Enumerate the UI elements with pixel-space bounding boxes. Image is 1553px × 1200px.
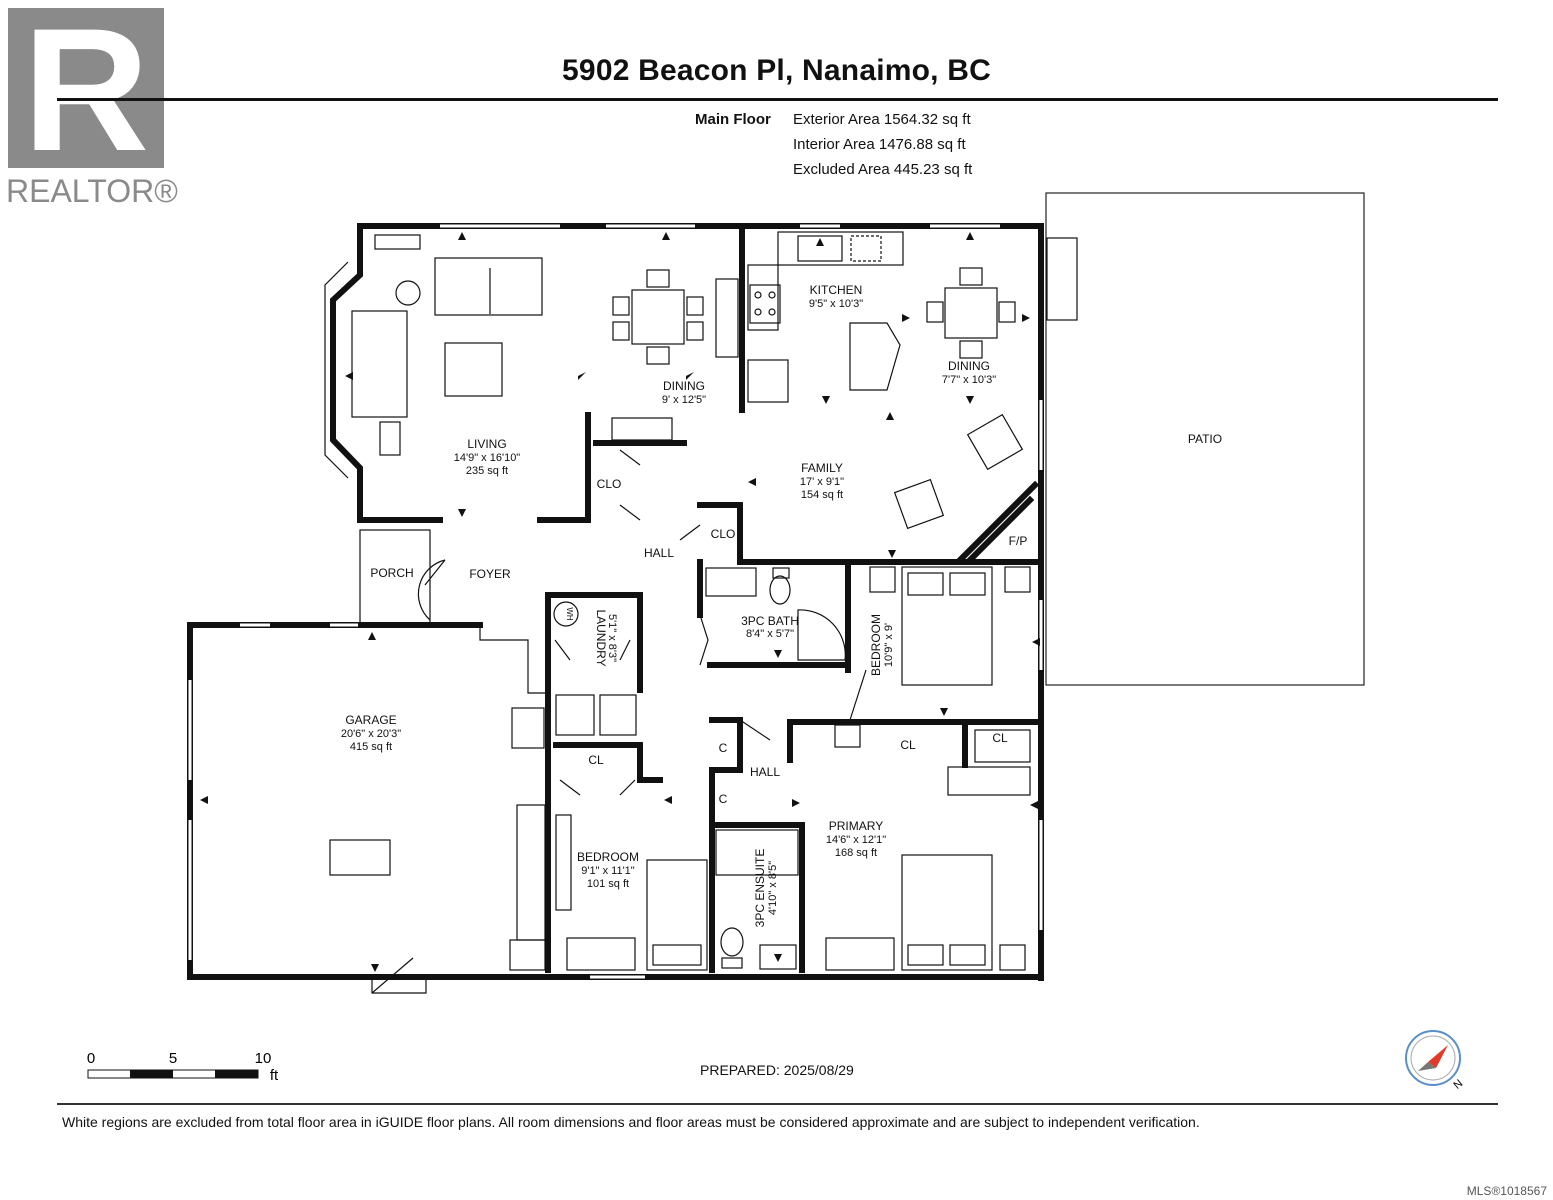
- furnace: [511, 707, 545, 749]
- room-laundry-dims: 5'1" x 8'3": [606, 614, 618, 662]
- room-c-1-name: C: [719, 741, 728, 755]
- room-bath-name: 3PC BATH: [741, 614, 799, 628]
- room-kitchen-dims: 9'5" x 10'3": [809, 298, 863, 310]
- room-kitchen-name: KITCHEN: [810, 283, 863, 297]
- room-wh-name: WH: [565, 607, 574, 621]
- room-dining-1-dims: 9' x 12'5": [662, 394, 706, 406]
- dining-furniture: [611, 269, 739, 441]
- mls-number: MLS®1018567: [1466, 1184, 1547, 1198]
- view-markers: [200, 232, 1040, 972]
- room-dining-2-name: DINING: [948, 359, 990, 373]
- bay-window: [324, 261, 349, 479]
- svg-text:R: R: [23, 0, 149, 188]
- prepared-date: PREPARED: 2025/08/29: [700, 1062, 854, 1078]
- floor-label: Main Floor: [695, 111, 771, 128]
- stove: [749, 284, 781, 324]
- fridge: [747, 359, 789, 403]
- room-bedroom-2-name: BEDROOM: [577, 850, 639, 864]
- bedroom-1-furniture: [869, 566, 1031, 686]
- porch-outline: [359, 529, 431, 626]
- scale-tick-5: 5: [169, 1050, 177, 1067]
- room-fp-name: F/P: [1009, 534, 1028, 548]
- room-bedroom-1-name: BEDROOM: [869, 614, 883, 676]
- coffee-table: [444, 342, 503, 397]
- primary-furniture: [825, 724, 1031, 971]
- excluded-area: Excluded Area 445.23 sq ft: [793, 161, 973, 178]
- windows: [188, 224, 1043, 979]
- garage-table: [329, 839, 391, 876]
- laundry-fixtures: [553, 601, 637, 736]
- kitchen-fixtures: [747, 231, 904, 403]
- bed: [901, 566, 993, 686]
- room-bedroom-2-area: 101 sq ft: [587, 878, 629, 890]
- patio-outline: [1045, 192, 1365, 686]
- realtor-logo: R REALTOR®: [0, 0, 190, 215]
- bedroom-2-bed: [646, 859, 708, 971]
- footer-divider: [57, 1103, 1498, 1105]
- room-living-name: LIVING: [467, 437, 506, 451]
- room-hall-1-name: HALL: [644, 546, 674, 560]
- room-bedroom-1-dims: 10'9" x 9': [883, 623, 895, 667]
- compass-north-label: N: [1452, 1077, 1466, 1091]
- room-cl-2-name: CL: [900, 738, 916, 752]
- interior-area: Interior Area 1476.88 sq ft: [793, 136, 966, 153]
- realtor-logo-text: REALTOR®: [6, 173, 178, 209]
- sink: [797, 235, 843, 262]
- living-furniture: [351, 234, 543, 456]
- doors: [371, 449, 867, 994]
- room-dining-1-name: DINING: [663, 379, 705, 393]
- dining-2-furniture: [926, 237, 1078, 359]
- primary-bed: [901, 854, 993, 971]
- room-clo-2-name: CLO: [711, 527, 736, 541]
- floor-lamp: [395, 280, 421, 306]
- bath-fixtures: [705, 567, 846, 661]
- room-hall-2-name: HALL: [750, 765, 780, 779]
- bedroom-2-furniture: [555, 814, 708, 971]
- ensuite-fixtures: [715, 829, 799, 970]
- room-laundry-name: LAUNDRY: [594, 609, 608, 666]
- room-bath-dims: 8'4" x 5'7": [746, 628, 794, 640]
- room-ensuite-dims: 4'10" x 8'5": [767, 861, 779, 915]
- compass-icon: N: [1405, 1030, 1466, 1092]
- room-garage-name: GARAGE: [345, 713, 396, 727]
- room-porch-name: PORCH: [370, 566, 413, 580]
- room-family-area: 154 sq ft: [801, 489, 843, 501]
- room-patio-name: PATIO: [1188, 432, 1222, 446]
- disclaimer-text: White regions are excluded from total fl…: [62, 1114, 1200, 1130]
- room-ensuite-name: 3PC ENSUITE: [753, 849, 767, 928]
- sofa: [434, 257, 543, 316]
- room-garage-area: 415 sq ft: [350, 741, 392, 753]
- garage-fixtures: [329, 625, 548, 971]
- family-furniture: [893, 413, 1024, 530]
- room-living-dims: 14'9" x 16'10": [454, 452, 521, 464]
- room-clo-1-name: CLO: [597, 477, 622, 491]
- room-family-name: FAMILY: [801, 461, 843, 475]
- room-living-area: 235 sq ft: [466, 465, 508, 477]
- scale-tick-10: 10: [255, 1050, 272, 1067]
- room-cl-1-name: CL: [588, 753, 604, 767]
- exterior-area: Exterior Area 1564.32 sq ft: [793, 111, 971, 128]
- room-primary-area: 168 sq ft: [835, 847, 877, 859]
- island: [849, 322, 901, 391]
- room-bedroom-2-dims: 9'1" x 11'1": [581, 865, 634, 877]
- room-foyer-name: FOYER: [469, 567, 511, 581]
- sofa-2: [351, 310, 408, 418]
- room-dining-2-dims: 7'7" x 10'3": [942, 374, 996, 386]
- room-primary-dims: 14'6" x 12'1": [826, 834, 886, 846]
- title-divider: [57, 98, 1498, 101]
- dining-table: [631, 289, 685, 345]
- room-c-2-name: C: [719, 792, 728, 806]
- room-family-dims: 17' x 9'1": [800, 476, 844, 488]
- room-primary-name: PRIMARY: [829, 819, 883, 833]
- scale-bar: 0 5 10 ft: [87, 1050, 279, 1084]
- room-cl-3-name: CL: [992, 731, 1008, 745]
- room-garage-dims: 20'6" x 20'3": [341, 728, 401, 740]
- scale-unit: ft: [270, 1067, 279, 1084]
- scale-tick-0: 0: [87, 1050, 95, 1067]
- page-title: 5902 Beacon Pl, Nanaimo, BC: [562, 54, 991, 87]
